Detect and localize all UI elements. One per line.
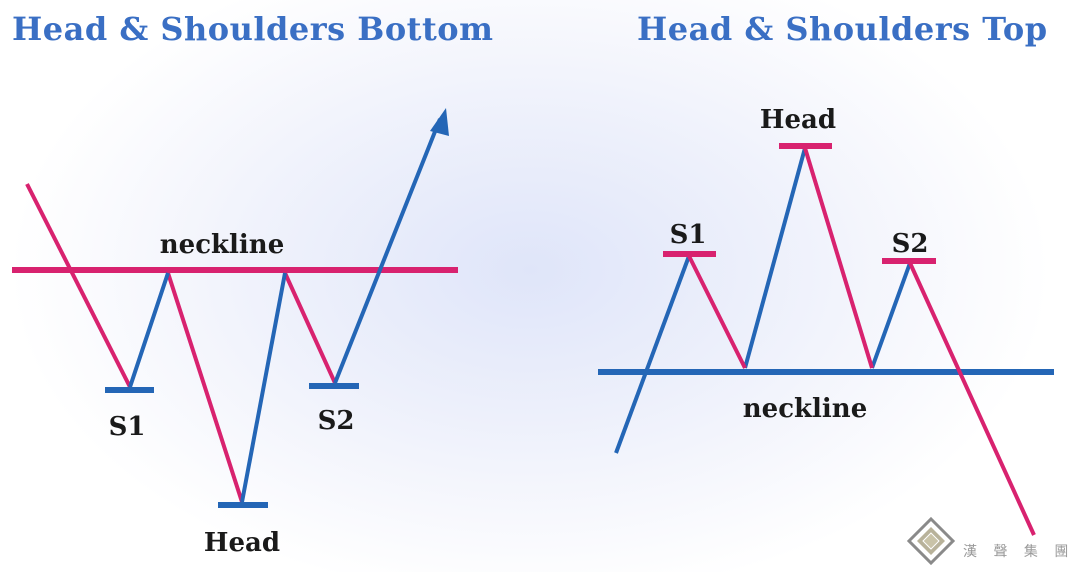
top-neckline-label: neckline — [743, 394, 868, 424]
top-breakdown-line — [908, 262, 1036, 536]
top-head-label: Head — [760, 105, 836, 135]
top-up-segment-2 — [743, 147, 807, 369]
bottom-down-segment-2 — [166, 272, 244, 503]
bottom-pattern-title: Head & Shoulders Bottom — [12, 10, 494, 48]
bottom-breakout-arrow — [333, 118, 442, 384]
bottom-arrowhead — [430, 108, 449, 136]
bottom-pattern: neckline S1 Head S2 — [12, 108, 458, 558]
watermark-text: 漢 聲 集 團 — [963, 543, 1074, 560]
bottom-s1-label: S1 — [109, 412, 146, 442]
bottom-down-segment-3 — [283, 272, 337, 384]
top-up-segment-3 — [870, 262, 912, 369]
bottom-up-segment-1 — [128, 272, 170, 388]
top-down-segment-2 — [803, 147, 874, 369]
watermark: 漢 聲 集 團 — [906, 516, 1074, 566]
bottom-down-segment-1 — [25, 183, 132, 388]
top-s1-label: S1 — [670, 220, 707, 250]
bottom-s2-label: S2 — [318, 406, 355, 436]
diamond-logo-icon — [906, 516, 956, 566]
bottom-up-segment-2 — [240, 272, 287, 503]
bottom-head-label: Head — [204, 528, 280, 558]
top-s2-label: S2 — [892, 229, 929, 259]
bottom-neckline-label: neckline — [160, 230, 285, 260]
top-pattern-title: Head & Shoulders Top — [637, 10, 1048, 48]
top-pattern: S1 Head S2 neckline — [598, 105, 1054, 536]
top-up-segment-1 — [614, 255, 691, 454]
top-down-segment-1 — [687, 255, 747, 369]
